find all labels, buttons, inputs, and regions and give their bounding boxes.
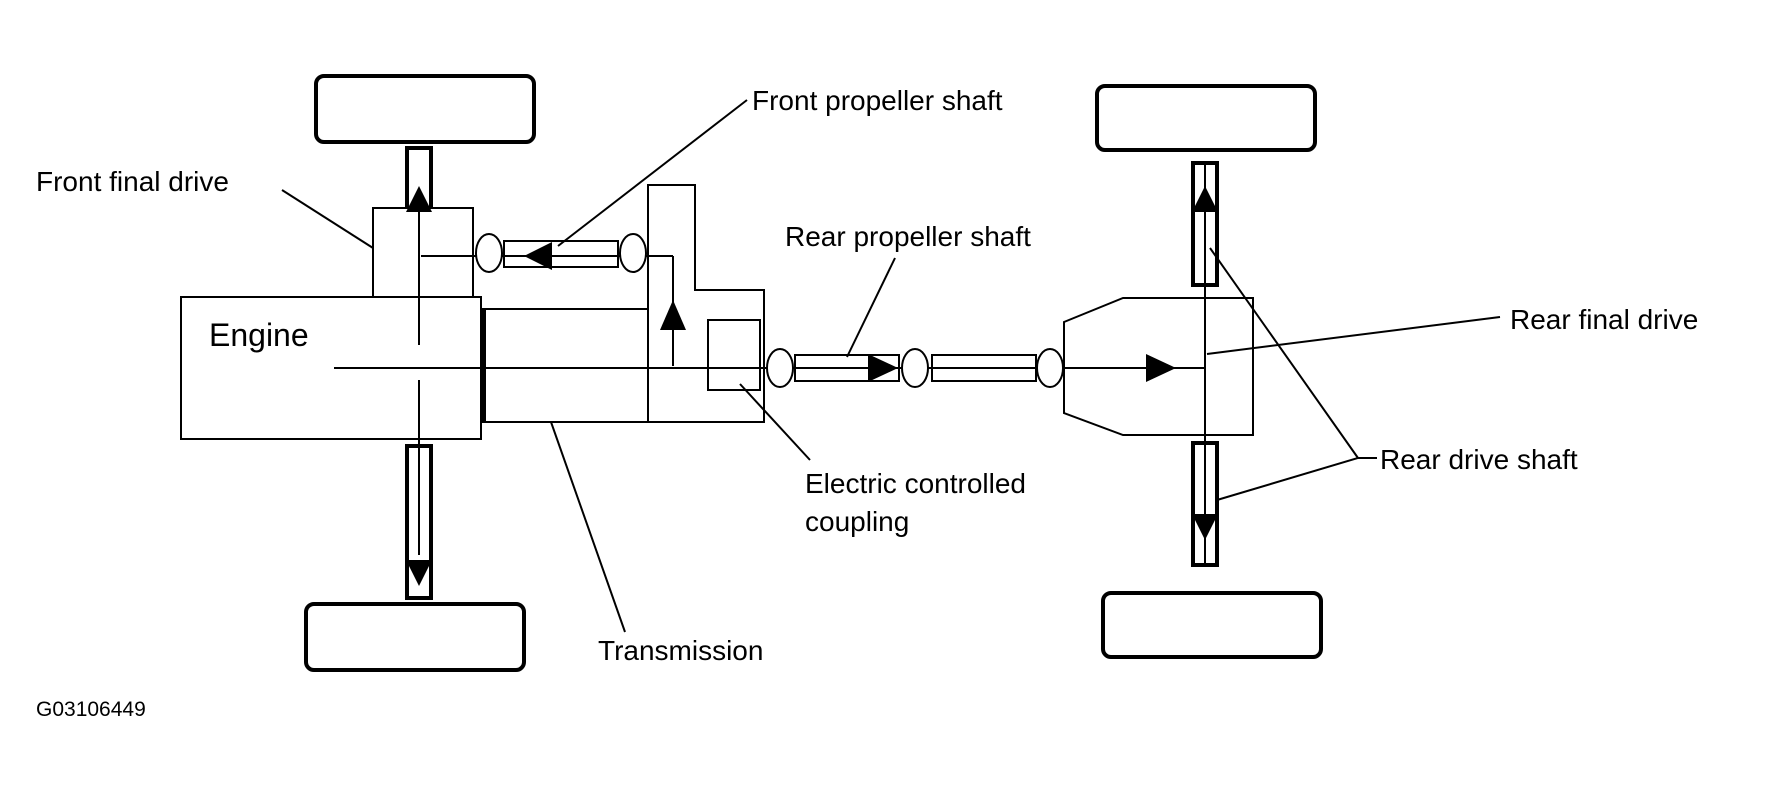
front-up-arrow bbox=[406, 186, 432, 212]
rear-prop-joint-1 bbox=[766, 348, 794, 388]
electric-coupling-box bbox=[707, 319, 761, 391]
leader-front-propeller bbox=[557, 99, 748, 247]
transfer-up-arrow bbox=[660, 300, 686, 330]
front-propeller-joints bbox=[475, 233, 647, 273]
transmission-label: Transmission bbox=[598, 635, 763, 666]
engine-label: Engine bbox=[209, 317, 309, 353]
rear-final-drive-label: Rear final drive bbox=[1510, 304, 1698, 335]
front-final-drive-label: Front final drive bbox=[36, 166, 229, 197]
front-upper-wheel bbox=[314, 74, 536, 144]
leader-rear-propeller bbox=[846, 257, 896, 358]
rear-propeller-joints bbox=[766, 348, 1064, 388]
front-propeller-shaft bbox=[503, 240, 619, 268]
rear-upper-wheel bbox=[1095, 84, 1317, 152]
rear-propeller-shaft-label: Rear propeller shaft bbox=[785, 221, 1031, 252]
rear-lower-wheel bbox=[1101, 591, 1323, 659]
flow-arrows bbox=[406, 186, 1218, 586]
leader-electric-coupling bbox=[739, 383, 811, 461]
electric-coupling-label-line1: Electric controlled bbox=[805, 468, 1026, 499]
front-propeller-shaft-label: Front propeller shaft bbox=[752, 85, 1003, 116]
labels: Engine Front propeller shaft Front final… bbox=[36, 85, 1698, 721]
transmission-box bbox=[480, 308, 649, 423]
rear-up-arrow bbox=[1192, 186, 1218, 212]
front-final-drive-box bbox=[372, 207, 474, 299]
wheels bbox=[304, 74, 1323, 672]
rear-down-arrow bbox=[1192, 514, 1218, 540]
rear-final-arrow bbox=[1146, 354, 1176, 382]
electric-coupling-label-line2: coupling bbox=[805, 506, 909, 537]
leader-transmission bbox=[550, 421, 626, 633]
leader-front-final-drive bbox=[281, 189, 374, 249]
front-prop-arrow bbox=[524, 242, 552, 270]
figure-code-label: G03106449 bbox=[36, 698, 146, 721]
leader-rear-final-drive bbox=[1206, 316, 1501, 355]
rear-prop-arrow bbox=[868, 354, 898, 382]
front-down-arrow bbox=[406, 560, 432, 586]
front-prop-joint-left bbox=[475, 233, 503, 273]
rear-prop-joint-3 bbox=[1036, 348, 1064, 388]
rear-drive-shaft-label: Rear drive shaft bbox=[1380, 444, 1578, 475]
rear-prop-joint-2 bbox=[901, 348, 929, 388]
front-lower-wheel bbox=[304, 602, 526, 672]
front-prop-joint-right bbox=[619, 233, 647, 273]
leader-lines bbox=[281, 99, 1501, 633]
rear-propeller-shaft bbox=[794, 354, 1037, 382]
